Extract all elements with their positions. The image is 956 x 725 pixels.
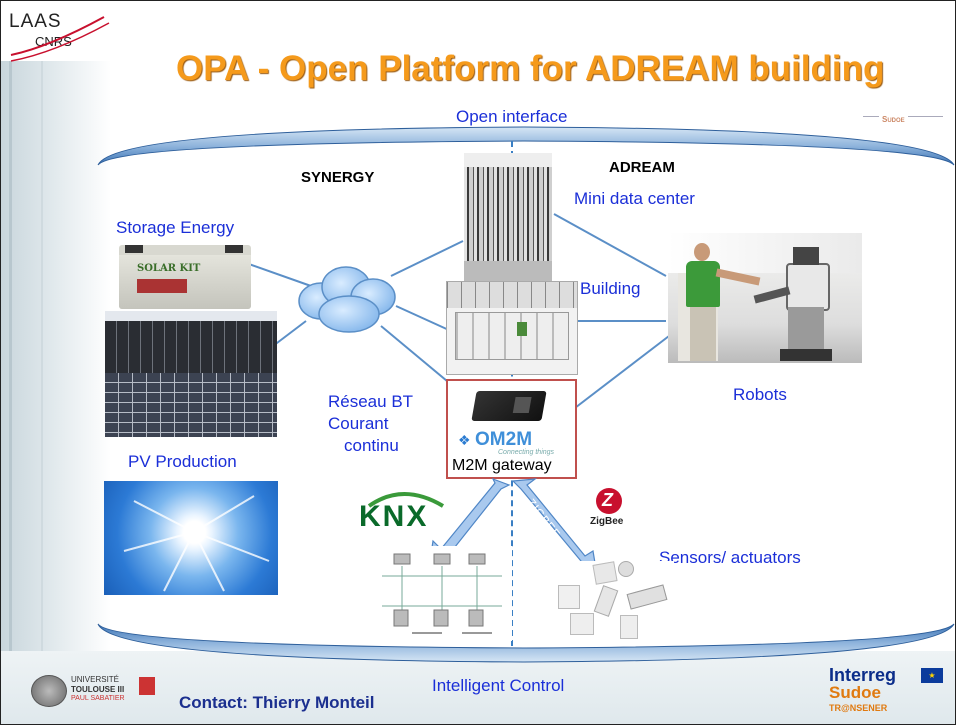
decorative-left-strip <box>1 61 111 724</box>
intelligent-control-bar <box>97 623 955 663</box>
reseau-bt-label: Réseau BT Courant continu <box>328 392 414 455</box>
laas-cnrs-logo: LAAS CNRS <box>9 7 119 67</box>
sensor-devices-photo <box>554 561 674 639</box>
slide-title: OPA - Open Platform for ADREAM building <box>176 49 885 88</box>
logo-line1: LAAS <box>9 11 62 32</box>
eu-flag-icon: ★ <box>921 668 943 683</box>
battery-photo: SOLAR KIT <box>119 245 251 309</box>
knx-wiring-diagram <box>372 546 512 641</box>
robots-label: Robots <box>733 385 787 404</box>
zigbee-logo: Z ZigBee <box>590 488 624 527</box>
logo-swoosh <box>10 16 110 62</box>
building-model-photo <box>446 281 578 375</box>
pv-production-label: PV Production <box>128 452 237 471</box>
m2m-gateway-label: M2M gateway <box>452 457 552 474</box>
synergy-label: SYNERGY <box>301 169 375 186</box>
om2m-logo: ❖ OM2M Connecting things <box>458 429 555 456</box>
mini-data-center-label: Mini data center <box>574 189 695 208</box>
university-logo: UNIVERSITÉ TOULOUSE III PAUL SABATIER <box>31 671 161 711</box>
solar-kit-text: SOLAR KIT <box>137 263 201 274</box>
knx-logo: KNX <box>359 488 449 533</box>
m2m-gateway-box: ❖ OM2M Connecting things M2M gateway <box>446 379 577 479</box>
interreg-sudoe-logo: Interreg ★ Sudoe TR@NSENER <box>829 665 949 723</box>
open-interface-label: Open interface <box>456 107 568 126</box>
sudoe-small-logo: Sudoe <box>863 109 943 125</box>
pv-panels-photo <box>105 311 277 437</box>
decorative-bottom-band <box>1 651 955 724</box>
intelligent-control-label: Intelligent Control <box>432 676 565 695</box>
building-label: Building <box>580 279 641 298</box>
open-interface-bar <box>97 126 955 166</box>
network-cloud-icon <box>298 266 396 333</box>
robot-photo <box>668 233 862 363</box>
adream-label: ADREAM <box>609 159 675 176</box>
storage-energy-label: Storage Energy <box>116 218 235 237</box>
sun-photo <box>104 481 278 595</box>
contact-label: Contact: Thierry Monteil <box>179 693 375 712</box>
data-center-photo <box>464 153 552 281</box>
sensors-actuators-label: Sensors/ actuators <box>659 548 801 567</box>
